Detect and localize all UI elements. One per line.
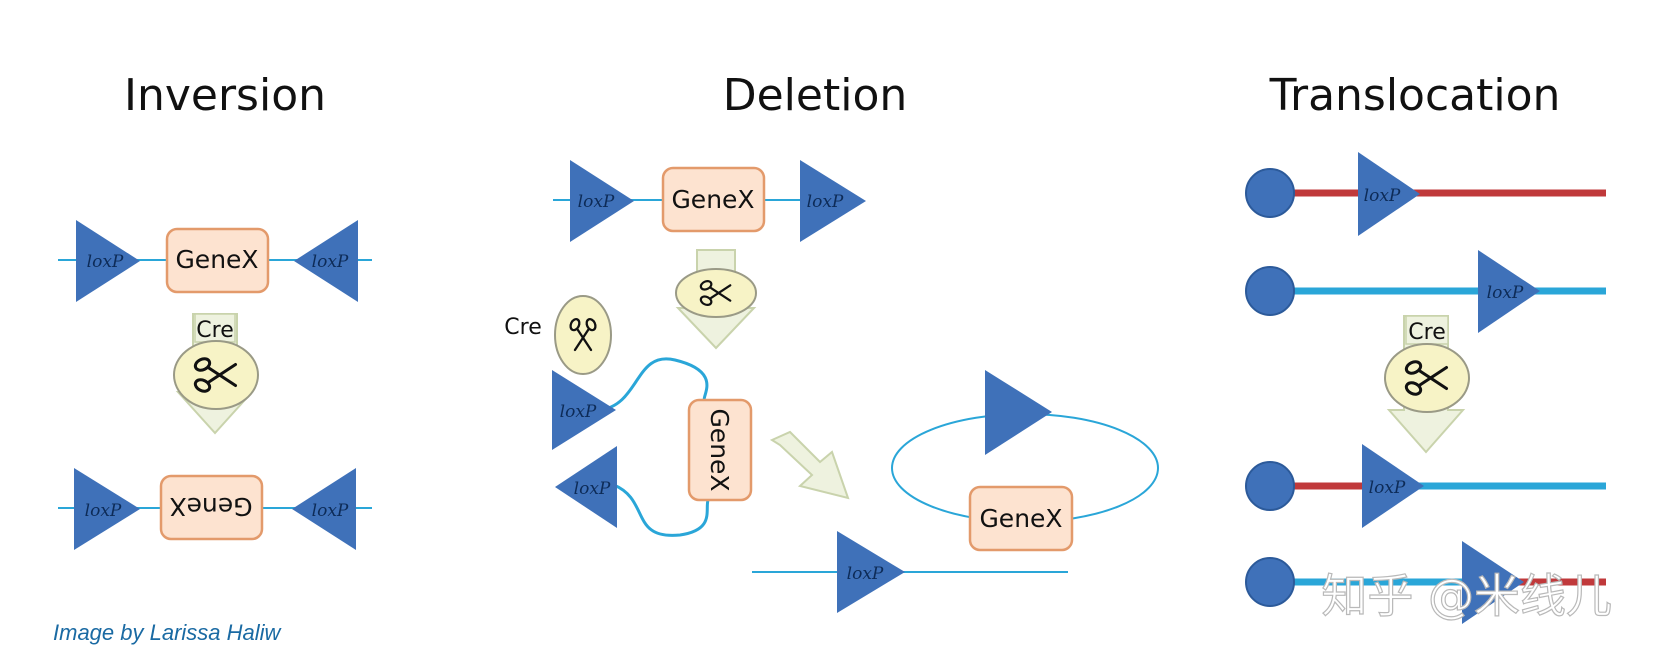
cre-tag <box>1405 315 1449 345</box>
centromere-circle-icon <box>1245 266 1295 316</box>
gene-box <box>661 166 766 233</box>
cre-enzyme <box>554 295 612 375</box>
loxp-label: loxP <box>87 252 124 272</box>
gene-box-rotated <box>687 398 753 502</box>
watermark: 知乎 @米线儿 <box>1321 569 1612 623</box>
loxp-label: loxP <box>1487 283 1524 303</box>
diagonal-arrow-icon <box>769 430 850 500</box>
cre-label: Cre <box>504 315 541 340</box>
loxp-label: loxP <box>85 501 122 521</box>
loxp-label: loxP <box>1369 478 1406 498</box>
cre-label: Cre <box>196 318 233 343</box>
loxp-label: loxP <box>1364 186 1401 206</box>
inversion-panel: loxP GeneX loxP Cre loxP GeneX loxP <box>58 220 372 550</box>
gene-box <box>968 485 1074 552</box>
loxp-label: loxP <box>807 192 844 212</box>
image-credit: Image by Larissa Haliw <box>53 620 281 645</box>
loxp-triangle-icon <box>800 160 866 242</box>
translocation-panel: loxP loxP Cre loxP 知乎 @米线儿 <box>1245 152 1613 624</box>
loxp-triangle-icon <box>985 370 1052 455</box>
loxp-triangle-icon <box>292 468 356 550</box>
loxp-label: loxP <box>312 252 349 272</box>
gene-label: GeneX <box>979 504 1062 533</box>
centromere-circle-icon <box>1245 557 1295 607</box>
loxp-label: loxP <box>574 479 611 499</box>
loxp-triangle-icon <box>552 370 616 450</box>
loxp-label: loxP <box>578 192 615 212</box>
loxp-triangle-icon <box>74 468 140 550</box>
centromere-circle-icon <box>1245 168 1295 218</box>
loxp-triangle-icon <box>837 531 905 613</box>
cre-label: Cre <box>1408 320 1445 345</box>
gene-label-rotated: GeneX <box>705 408 734 491</box>
loxp-triangle-icon <box>1358 152 1420 236</box>
loxp-label: loxP <box>847 564 884 584</box>
loxp-triangle-icon <box>294 220 358 302</box>
cre-enzyme <box>173 340 259 410</box>
dna-loop <box>613 483 710 537</box>
loxp-triangle-icon <box>1362 444 1424 528</box>
gene-label: GeneX <box>175 245 258 274</box>
gene-box-inverted <box>159 474 264 541</box>
dna-loop <box>599 357 709 412</box>
loxp-label: loxP <box>560 402 597 422</box>
loxp-triangle-icon <box>555 446 617 528</box>
title-inversion: Inversion <box>124 70 326 121</box>
gene-label-inverted: GeneX <box>169 492 252 521</box>
cre-enzyme <box>675 268 757 318</box>
gene-label: GeneX <box>671 185 754 214</box>
loxp-label: loxP <box>312 501 349 521</box>
gene-box <box>165 227 270 294</box>
title-translocation: Translocation <box>1269 70 1561 121</box>
loxp-triangle-icon <box>1478 250 1540 333</box>
cre-enzyme <box>1384 343 1470 413</box>
title-deletion: Deletion <box>723 70 908 121</box>
deletion-panel: loxP GeneX loxP Cre loxP loxP GeneX Gene… <box>504 160 1159 613</box>
loxp-triangle-icon <box>76 220 140 302</box>
centromere-circle-icon <box>1245 461 1295 511</box>
loxp-triangle-icon <box>570 160 634 242</box>
loxp-triangle-icon <box>1462 541 1524 624</box>
